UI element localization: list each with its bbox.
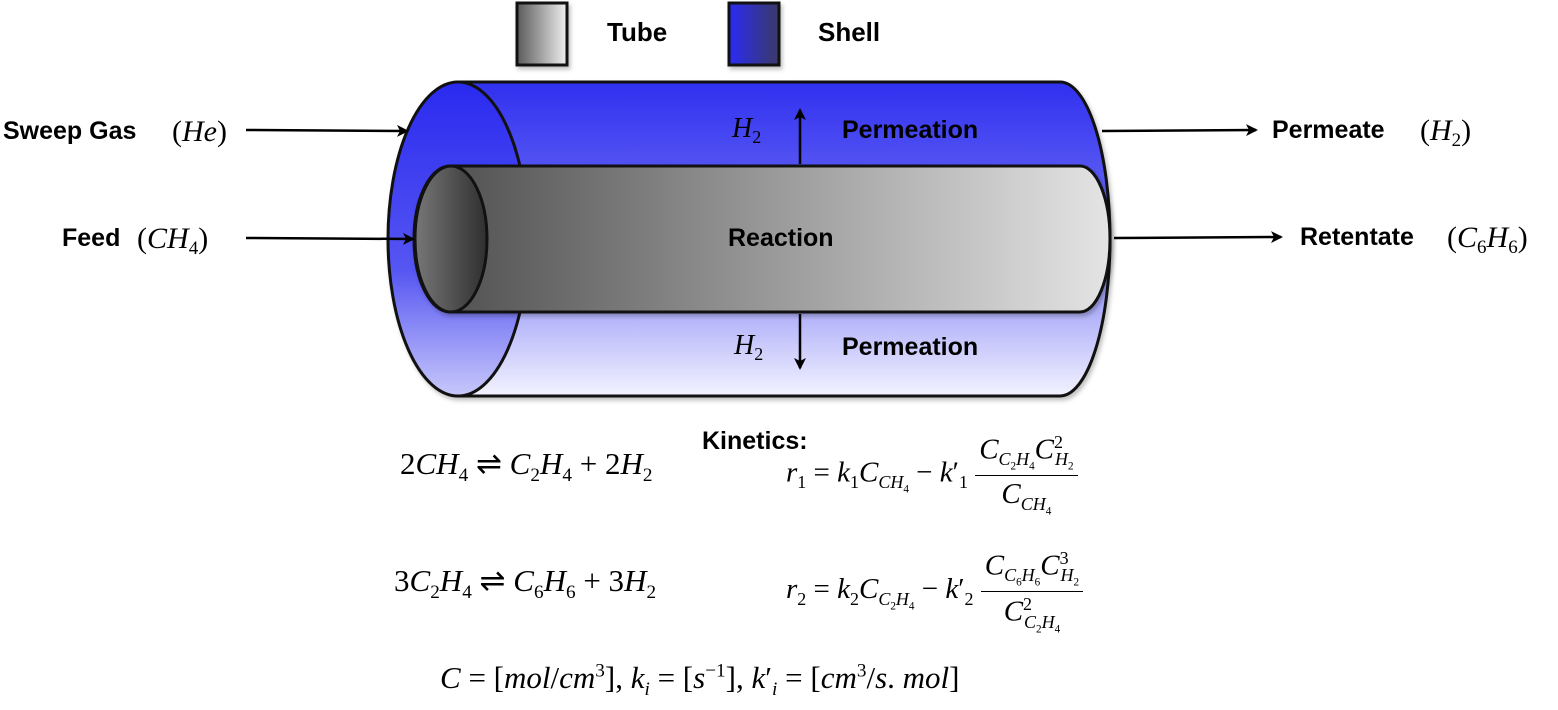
tube-legend-swatch xyxy=(515,1,569,67)
tube-end-cap xyxy=(413,164,489,314)
retentate-output: Retentate (C6H6) xyxy=(1113,221,1528,258)
permeate-arrow xyxy=(1101,124,1258,137)
units-equation: C = [mol/cm3], ki = [s−1], k′i = [cm3/s.… xyxy=(440,660,960,701)
feed-arrow xyxy=(245,232,415,245)
retentate-label: Retentate xyxy=(1300,223,1414,251)
reaction-2-equation: 3C2H4 ⇌ C6H6 + 3H2 xyxy=(394,563,657,604)
sweep-gas-species: (He) xyxy=(172,115,227,148)
feed-label: Feed xyxy=(62,224,120,252)
legend: Tube Shell xyxy=(515,1,880,67)
rate-1-fraction: CC2H4C2H2 CCH4 xyxy=(975,432,1078,517)
tube-cylinder xyxy=(412,164,1112,314)
shell-legend-swatch xyxy=(727,1,781,67)
sweep-gas-arrow xyxy=(245,124,409,137)
shell-legend-label: Shell xyxy=(818,17,880,47)
kinetics-title: Kinetics: xyxy=(702,427,808,455)
reaction-1-equation: 2CH4 ⇌ C2H4 + 2H2 xyxy=(400,446,653,487)
permeate-output: Permeate (H2) xyxy=(1101,114,1471,151)
sweep-gas-input: Sweep Gas (He) xyxy=(3,115,409,148)
rate-2-equation: r2 = k2CC2H4 − k′2 CC6H6C3H2 C2C2H4 xyxy=(786,548,1084,635)
permeate-species: (H2) xyxy=(1420,114,1471,151)
rate-1-equation: r1 = k1CCH4 − k′1 CC2H4C2H2 CCH4 xyxy=(786,432,1078,517)
sweep-gas-label: Sweep Gas xyxy=(3,117,136,145)
retentate-arrow xyxy=(1113,231,1283,244)
feed-species: (CH4) xyxy=(137,222,208,259)
permeate-label: Permeate xyxy=(1272,116,1385,144)
retentate-species: (C6H6) xyxy=(1447,221,1528,258)
permeation-label-bottom: Permeation xyxy=(842,333,978,361)
rate-2-fraction: CC6H6C3H2 C2C2H4 xyxy=(980,548,1084,635)
feed-input: Feed (CH4) xyxy=(62,222,415,259)
permeation-label-top: Permeation xyxy=(842,116,978,144)
tube-legend-label: Tube xyxy=(607,17,667,47)
permeation-bottom: H2 Permeation xyxy=(733,314,978,370)
reaction-label: Reaction xyxy=(728,224,834,252)
